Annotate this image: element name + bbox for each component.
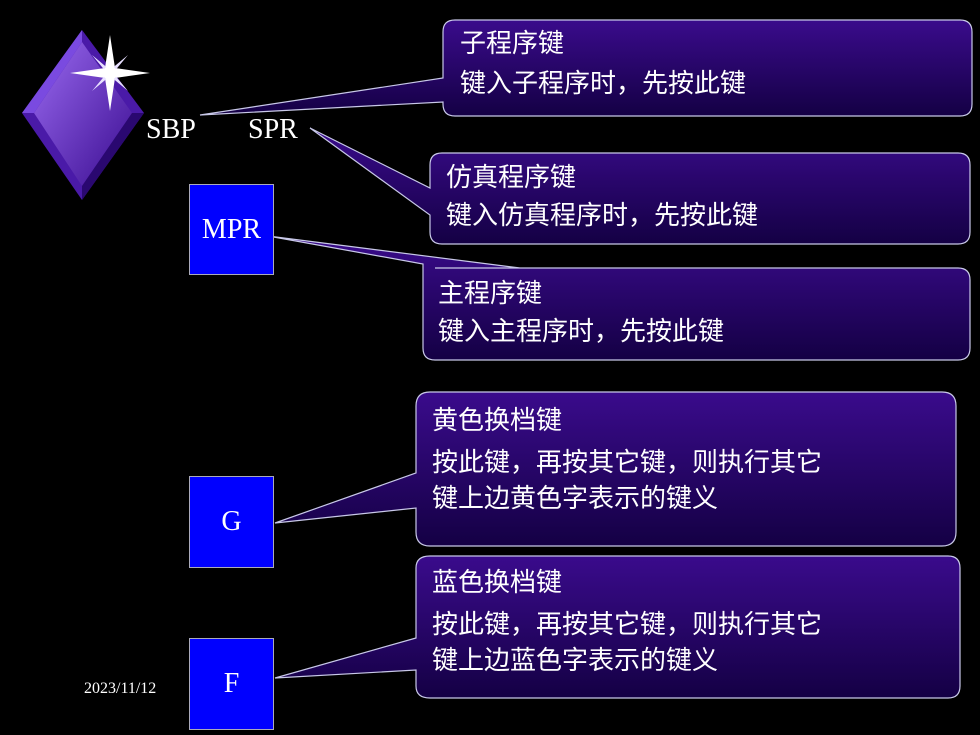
callout-yellow-line1: 按此键，再按其它键，则执行其它 bbox=[432, 448, 823, 478]
callout-yellow-shape bbox=[274, 391, 957, 547]
g-key-label: G bbox=[221, 506, 242, 537]
callout-blue-title: 蓝色换档键 bbox=[432, 568, 563, 598]
callout-subroutine-title: 子程序键 bbox=[460, 29, 565, 59]
callout-main-title: 主程序键 bbox=[438, 279, 543, 309]
callout-blue-line1: 按此键，再按其它键，则执行其它 bbox=[432, 610, 823, 640]
f-key[interactable]: F bbox=[189, 638, 274, 730]
sbp-label: SBP bbox=[146, 114, 196, 145]
callout-blue-shape bbox=[274, 555, 961, 699]
callout-subroutine-shape bbox=[199, 19, 973, 117]
g-key[interactable]: G bbox=[189, 476, 274, 568]
callout-blue-line2: 键上边蓝色字表示的键义 bbox=[432, 646, 719, 676]
diamond-star-icon bbox=[22, 30, 150, 200]
callout-yellow-line2: 键上边黄色字表示的键义 bbox=[432, 484, 719, 514]
callout-simulation-title: 仿真程序键 bbox=[446, 163, 577, 193]
callout-main-shape bbox=[267, 235, 971, 361]
date-stamp: 2023/11/12 bbox=[84, 680, 157, 697]
mpr-key-label: MPR bbox=[201, 213, 262, 245]
callout-simulation-desc: 键入仿真程序时，先按此键 bbox=[446, 201, 759, 231]
callout-simulation-shape bbox=[309, 127, 971, 245]
callout-subroutine-desc: 键入子程序时，先按此键 bbox=[460, 69, 747, 99]
spr-label: SPR bbox=[248, 114, 298, 145]
f-key-label: F bbox=[223, 668, 240, 699]
mpr-key[interactable]: MPR bbox=[189, 184, 274, 275]
callout-yellow-title: 黄色换档键 bbox=[432, 406, 563, 436]
callout-main-desc: 键入主程序时，先按此键 bbox=[438, 317, 725, 347]
